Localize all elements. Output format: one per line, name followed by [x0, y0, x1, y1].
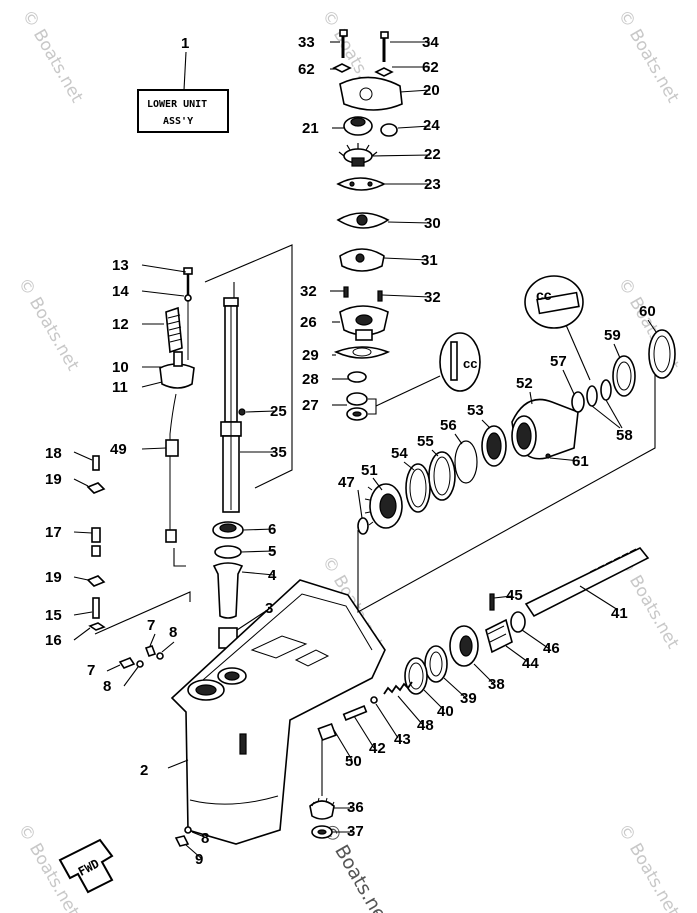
watermark-9: © Boats.net — [614, 821, 683, 913]
part-label-20: 20 — [423, 82, 440, 99]
part-label-3: 3 — [265, 600, 273, 617]
part-label-16: 16 — [45, 632, 62, 649]
forward-gear — [364, 483, 403, 529]
part-label-2: 2 — [140, 762, 148, 779]
part-label-13: 13 — [112, 257, 129, 274]
water-pump-group: cc — [332, 29, 481, 421]
part-label-48: 48 — [417, 717, 434, 734]
impeller — [338, 143, 378, 167]
shift-rod-group — [141, 264, 195, 543]
part-label-15: 15 — [45, 607, 62, 624]
shift-plunger-group — [73, 451, 191, 641]
drive-shaft-group — [204, 244, 293, 649]
part-label-6: 6 — [268, 521, 276, 538]
part-label-61: 61 — [572, 453, 589, 470]
part-label-58: 58 — [616, 427, 633, 444]
assembly-line2: ASS'Y — [163, 116, 193, 127]
part-label-7a: 7 — [147, 617, 155, 634]
part-label-14: 14 — [112, 283, 129, 300]
forward-arrow: FWD — [58, 838, 114, 894]
part-label-57: 57 — [550, 353, 567, 370]
part-label-8b: 8 — [103, 678, 111, 695]
part-label-39: 39 — [460, 690, 477, 707]
part-label-27: 27 — [302, 397, 319, 414]
part-label-47: 47 — [338, 474, 355, 491]
part-label-40: 40 — [437, 703, 454, 720]
assembly-number: 1 — [181, 35, 189, 52]
part-label-50: 50 — [345, 753, 362, 770]
part-label-7b: 7 — [87, 662, 95, 679]
svg-text:cc: cc — [536, 287, 552, 303]
part-label-25: 25 — [270, 403, 287, 420]
part-label-60: 60 — [639, 303, 656, 320]
part-label-37: 37 — [347, 823, 364, 840]
part-label-32b: 32 — [424, 289, 441, 306]
assembly-label-box: 1 LOWER UNIT ASS'Y — [137, 35, 229, 133]
part-label-55: 55 — [417, 433, 434, 450]
watermark-1: © Boats.net — [18, 7, 87, 107]
reverse-gear-group — [342, 546, 650, 749]
part-label-8c: 8 — [201, 830, 209, 847]
part-label-33: 33 — [298, 34, 315, 51]
part-label-32a: 32 — [300, 283, 317, 300]
part-label-46: 46 — [543, 640, 560, 657]
part-label-43: 43 — [394, 731, 411, 748]
part-label-19b: 19 — [45, 569, 62, 586]
part-label-44: 44 — [522, 655, 539, 672]
part-label-38: 38 — [488, 676, 505, 693]
part-label-41: 41 — [611, 605, 628, 622]
part-label-35: 35 — [270, 444, 287, 461]
part-label-19a: 19 — [45, 471, 62, 488]
part-label-34: 34 — [422, 34, 439, 51]
part-label-31: 31 — [421, 252, 438, 269]
svg-text:cc: cc — [463, 356, 477, 371]
part-label-12: 12 — [112, 316, 129, 333]
part-label-62a: 62 — [298, 61, 315, 78]
part-label-8a: 8 — [169, 624, 177, 641]
part-label-23: 23 — [424, 176, 441, 193]
part-label-36: 36 — [347, 799, 364, 816]
part-label-10: 10 — [112, 359, 129, 376]
assembly-line1: LOWER UNIT — [147, 99, 207, 110]
watermark-4: © Boats.net — [14, 275, 83, 375]
leader-lines-top — [330, 41, 431, 406]
pinion-group — [309, 722, 353, 839]
watermark-3: © Boats.net — [614, 7, 683, 107]
part-label-54: 54 — [391, 445, 408, 462]
part-label-5: 5 — [268, 543, 276, 560]
part-label-56: 56 — [440, 417, 457, 434]
part-label-21: 21 — [302, 120, 319, 137]
propeller-shaft-group: cc — [357, 275, 676, 613]
part-label-49: 49 — [110, 441, 127, 458]
part-label-24: 24 — [423, 117, 440, 134]
part-label-52: 52 — [516, 375, 533, 392]
part-label-17: 17 — [45, 524, 62, 541]
part-label-51: 51 — [361, 462, 378, 479]
part-label-45: 45 — [506, 587, 523, 604]
part-label-62b: 62 — [422, 59, 439, 76]
part-label-18: 18 — [45, 445, 62, 462]
part-label-28: 28 — [302, 371, 319, 388]
part-label-4: 4 — [268, 567, 277, 584]
part-label-22: 22 — [424, 146, 441, 163]
part-label-53: 53 — [467, 402, 484, 419]
part-label-9: 9 — [195, 851, 203, 868]
part-label-30: 30 — [424, 215, 441, 232]
part-label-42: 42 — [369, 740, 386, 757]
gear-case — [106, 579, 386, 860]
part-label-29: 29 — [302, 347, 319, 364]
part-label-26: 26 — [300, 314, 317, 331]
part-label-59: 59 — [604, 327, 621, 344]
part-label-11: 11 — [112, 379, 128, 396]
